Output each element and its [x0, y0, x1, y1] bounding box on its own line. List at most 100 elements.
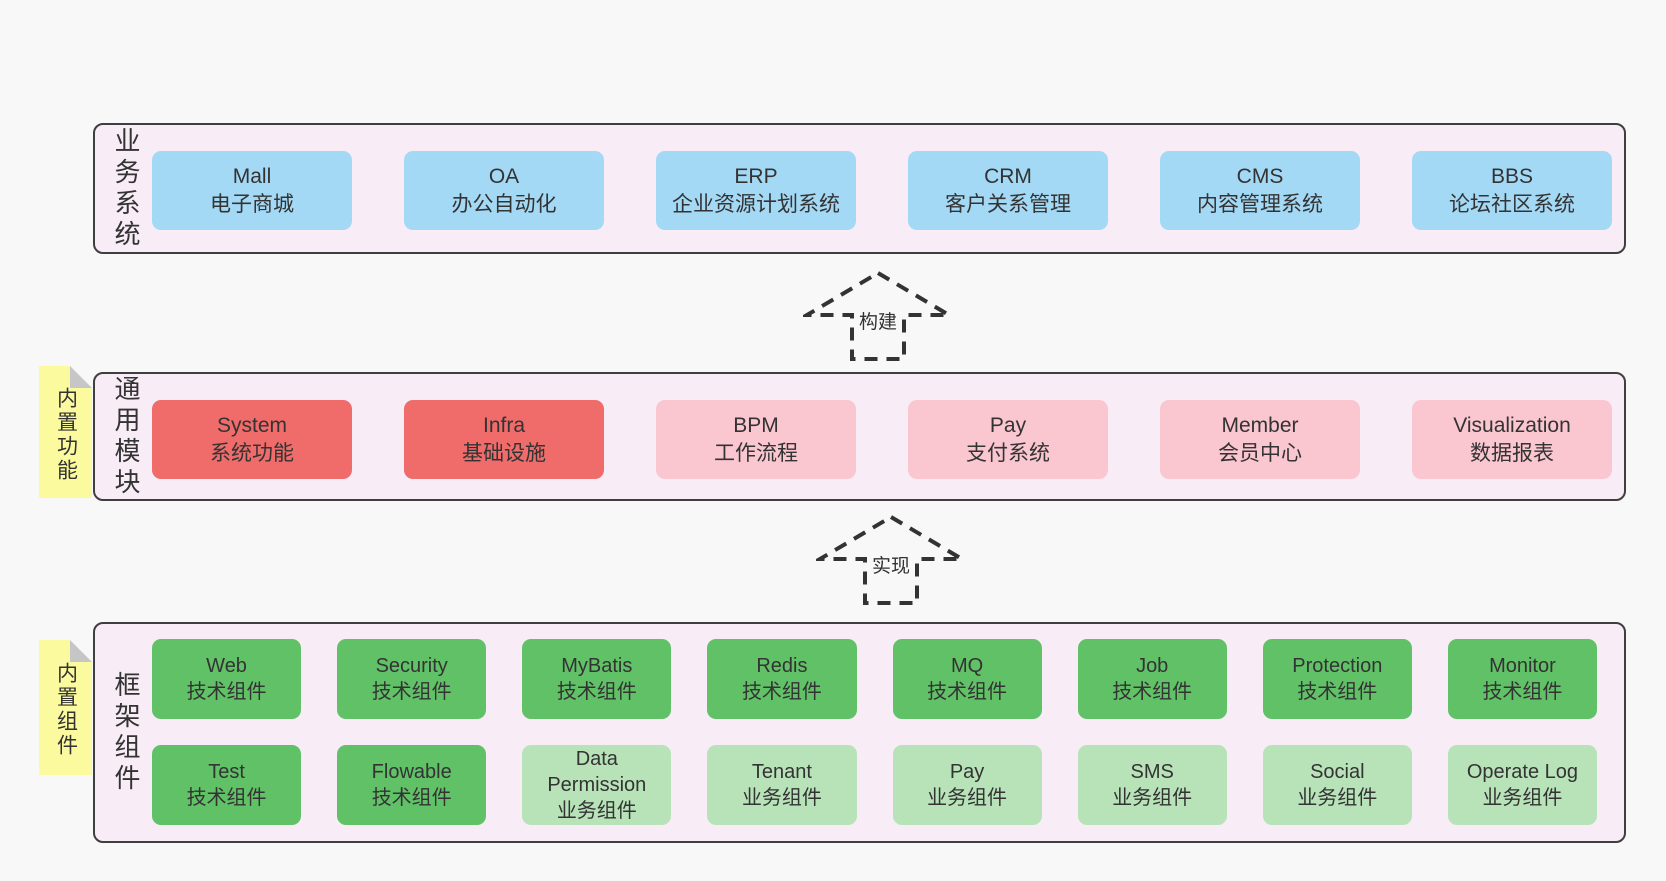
- module-box-system: System 系统功能: [152, 400, 352, 479]
- build-arrow-label: 构建: [855, 312, 901, 334]
- box-name: Protection: [1292, 655, 1383, 677]
- component-box-pay: Pay 业务组件: [892, 745, 1042, 825]
- component-box-operate-log: Operate Log 业务组件: [1447, 745, 1597, 825]
- box-desc: 业务组件: [556, 800, 637, 822]
- box-desc: 技术组件: [371, 681, 452, 703]
- box-desc: 支付系统: [966, 441, 1050, 465]
- box-name: CMS: [1236, 164, 1284, 188]
- box-desc: 业务组件: [1112, 787, 1193, 809]
- system-box-cms: CMS 内容管理系统: [1160, 151, 1360, 230]
- box-name: Test: [208, 761, 245, 783]
- sticky-note-builtin-features: 内置功能: [39, 366, 92, 498]
- implement-arrow-label: 实现: [868, 556, 914, 578]
- note-fold-icon: [70, 640, 92, 662]
- box-desc: 工作流程: [714, 441, 798, 465]
- box-name: Data Permission: [547, 748, 647, 796]
- system-box-crm: CRM 客户关系管理: [908, 151, 1108, 230]
- box-desc: 技术组件: [1482, 681, 1563, 703]
- box-desc: 办公自动化: [451, 192, 557, 216]
- box-desc: 客户关系管理: [945, 192, 1071, 216]
- component-box-monitor: Monitor 技术组件: [1447, 639, 1597, 719]
- band1-row: Mall 电子商城 OA 办公自动化 ERP 企业资源计划系统 CRM 客户关系…: [152, 151, 1612, 230]
- band3-rows: Web 技术组件 Security 技术组件 MyBatis 技术组件 Redi…: [152, 639, 1597, 825]
- box-name: BBS: [1490, 164, 1534, 188]
- band2-row: System 系统功能 Infra 基础设施 BPM 工作流程 Pay 支付系统…: [152, 400, 1612, 479]
- box-name: Infra: [482, 413, 526, 437]
- box-name: Job: [1136, 655, 1169, 677]
- system-box-erp: ERP 企业资源计划系统: [656, 151, 856, 230]
- system-box-mall: Mall 电子商城: [152, 151, 352, 230]
- system-box-bbs: BBS 论坛社区系统: [1412, 151, 1612, 230]
- box-desc: 电子商城: [210, 192, 294, 216]
- component-box-social: Social 业务组件: [1262, 745, 1412, 825]
- common-modules-band: 通用模块 System 系统功能 Infra 基础设施 BPM 工作流程 Pay…: [93, 372, 1626, 501]
- box-name: Security: [375, 655, 448, 677]
- box-name: System: [216, 413, 287, 437]
- box-desc: 技术组件: [556, 681, 637, 703]
- component-box-mq: MQ 技术组件: [892, 639, 1042, 719]
- band1-label: 业务系统: [111, 126, 141, 251]
- box-name: OA: [488, 164, 520, 188]
- component-box-web: Web 技术组件: [152, 639, 302, 719]
- box-desc: 技术组件: [186, 787, 267, 809]
- box-name: MyBatis: [561, 655, 633, 677]
- module-box-infra: Infra 基础设施: [404, 400, 604, 479]
- box-desc: 技术组件: [1297, 681, 1378, 703]
- box-name: BPM: [733, 413, 779, 437]
- box-desc: 业务组件: [927, 787, 1008, 809]
- box-desc: 内容管理系统: [1197, 192, 1323, 216]
- sticky-note-builtin-components: 内置组件: [39, 640, 92, 775]
- box-name: Pay: [989, 413, 1027, 437]
- box-desc: 业务组件: [741, 787, 822, 809]
- build-arrow: 构建: [803, 270, 953, 362]
- component-box-protection: Protection 技术组件: [1262, 639, 1412, 719]
- component-box-tenant: Tenant 业务组件: [707, 745, 857, 825]
- component-box-security: Security 技术组件: [337, 639, 487, 719]
- box-name: CRM: [984, 164, 1032, 188]
- box-name: Tenant: [751, 761, 812, 783]
- band3-row-1: Web 技术组件 Security 技术组件 MyBatis 技术组件 Redi…: [152, 639, 1597, 719]
- box-desc: 技术组件: [927, 681, 1008, 703]
- box-desc: 基础设施: [462, 441, 546, 465]
- box-desc: 技术组件: [741, 681, 822, 703]
- box-name: Operate Log: [1466, 761, 1579, 783]
- component-box-sms: SMS 业务组件: [1077, 745, 1227, 825]
- module-box-pay: Pay 支付系统: [908, 400, 1108, 479]
- box-desc: 数据报表: [1470, 441, 1554, 465]
- component-box-flowable: Flowable 技术组件: [337, 745, 487, 825]
- component-box-job: Job 技术组件: [1077, 639, 1227, 719]
- band3-row-2: Test 技术组件 Flowable 技术组件 Data Permission …: [152, 745, 1597, 825]
- component-box-test: Test 技术组件: [152, 745, 302, 825]
- box-desc: 系统功能: [210, 441, 294, 465]
- box-name: MQ: [950, 655, 984, 677]
- box-desc: 业务组件: [1297, 787, 1378, 809]
- component-box-data-permission: Data Permission 业务组件: [522, 745, 672, 825]
- box-desc: 论坛社区系统: [1449, 192, 1575, 216]
- box-name: ERP: [734, 164, 778, 188]
- note-text: 内置组件: [54, 662, 78, 759]
- implement-arrow: 实现: [816, 514, 966, 606]
- box-desc: 业务组件: [1482, 787, 1563, 809]
- band2-label: 通用模块: [111, 374, 141, 499]
- box-name: Social: [1310, 761, 1365, 783]
- note-text: 内置功能: [54, 386, 78, 483]
- framework-components-band: 框架组件 Web 技术组件 Security 技术组件 MyBatis 技术组件…: [93, 622, 1626, 843]
- box-name: Visualization: [1453, 413, 1571, 437]
- box-name: SMS: [1130, 761, 1174, 783]
- box-name: Mall: [232, 164, 272, 188]
- box-name: Monitor: [1489, 655, 1556, 677]
- module-box-visualization: Visualization 数据报表: [1412, 400, 1612, 479]
- business-systems-band: 业务系统 Mall 电子商城 OA 办公自动化 ERP 企业资源计划系统 CRM…: [93, 123, 1626, 254]
- box-name: Member: [1221, 413, 1299, 437]
- box-name: Redis: [756, 655, 808, 677]
- system-box-oa: OA 办公自动化: [404, 151, 604, 230]
- up-arrow-icon: [803, 270, 953, 361]
- box-name: Flowable: [371, 761, 452, 783]
- box-desc: 企业资源计划系统: [672, 192, 840, 216]
- box-name: Web: [206, 655, 247, 677]
- module-box-member: Member 会员中心: [1160, 400, 1360, 479]
- box-desc: 技术组件: [1112, 681, 1193, 703]
- band3-label: 框架组件: [111, 670, 141, 795]
- box-name: Pay: [949, 761, 985, 783]
